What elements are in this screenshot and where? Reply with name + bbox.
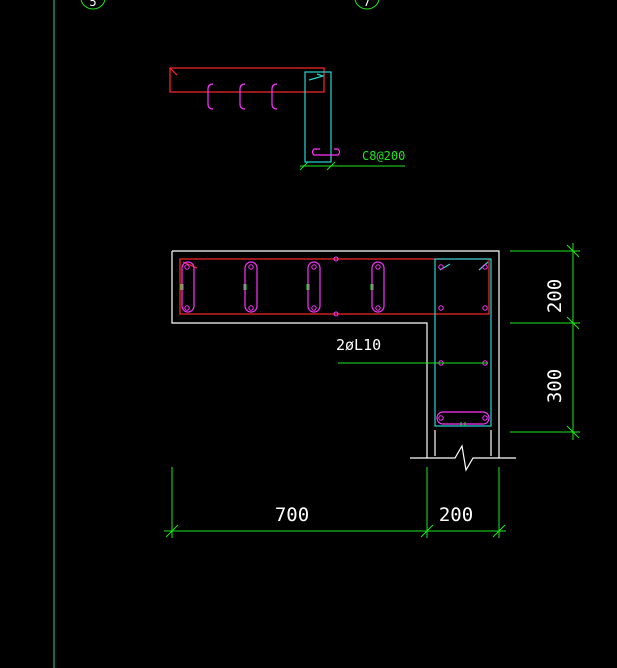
vertical-dimensions xyxy=(510,243,580,440)
dimension-tick xyxy=(566,316,580,330)
tie-loop xyxy=(371,261,385,313)
rebar-bars xyxy=(184,256,488,421)
dimension-tick xyxy=(420,524,434,538)
cyan-hook xyxy=(308,73,326,81)
concrete-outline xyxy=(171,250,500,432)
rebar-bar xyxy=(375,305,381,311)
rebar-bar xyxy=(438,305,444,311)
grid-bubble-7: 7 xyxy=(354,0,380,10)
dimension-tick xyxy=(566,244,580,258)
dimension-tick xyxy=(566,425,580,439)
rebar-bar xyxy=(248,305,254,311)
stirrup-hook-tick xyxy=(169,67,178,76)
grid-bubble-7-label: 7 xyxy=(363,0,370,9)
rebar-bar xyxy=(333,256,339,262)
tie-loop xyxy=(307,261,321,313)
rebar-bar xyxy=(184,264,190,270)
red-rebar-cage xyxy=(179,258,490,315)
rebar-bar xyxy=(438,415,444,421)
horizontal-dimensions xyxy=(164,467,506,538)
rebar-bar xyxy=(482,264,488,270)
rebar-bar xyxy=(248,264,254,270)
tie-loop xyxy=(181,261,195,313)
cyan-stirrup-hook xyxy=(439,261,489,271)
bottom-tie-hook xyxy=(311,148,341,156)
rebar-bar xyxy=(311,264,317,270)
stirrup-callout-label: C8@200 xyxy=(362,149,405,163)
dimension-tick xyxy=(492,524,506,538)
rebar-bar xyxy=(375,264,381,270)
grid-bubble-5-label: 5 xyxy=(89,0,96,9)
dimension-700-horizontal: 700 xyxy=(275,504,309,526)
callout-tick xyxy=(326,161,336,171)
tie-hook xyxy=(239,83,246,110)
callout-tick xyxy=(299,161,309,171)
bar-callout-label: 2øL10 xyxy=(336,336,381,354)
tie-hook xyxy=(271,83,278,110)
rebar-bar xyxy=(482,305,488,311)
grid-bubble-5: 5 xyxy=(80,0,106,10)
cyan-stirrup xyxy=(434,258,492,427)
stirrup-detail-cyan-bar xyxy=(304,71,332,163)
tie-loop-bottom xyxy=(436,411,490,425)
rebar-bar xyxy=(482,415,488,421)
dimension-200-vertical: 200 xyxy=(544,279,566,313)
dimension-tick xyxy=(165,524,179,538)
tie-loop xyxy=(244,261,258,313)
l-section: 2øL10 xyxy=(171,250,516,472)
dimension-200-horizontal: 200 xyxy=(439,504,473,526)
break-line xyxy=(410,444,516,472)
tie-hook xyxy=(207,83,214,110)
rebar-bar xyxy=(184,305,190,311)
rebar-bar xyxy=(438,264,444,270)
rebar-bar xyxy=(311,305,317,311)
dimension-300-vertical: 300 xyxy=(544,369,566,403)
rebar-bar xyxy=(333,311,339,317)
stirrup-detail-red-bar xyxy=(169,67,325,93)
stirrup-detail: C8@200 xyxy=(169,67,405,171)
tie-markers xyxy=(180,284,466,426)
